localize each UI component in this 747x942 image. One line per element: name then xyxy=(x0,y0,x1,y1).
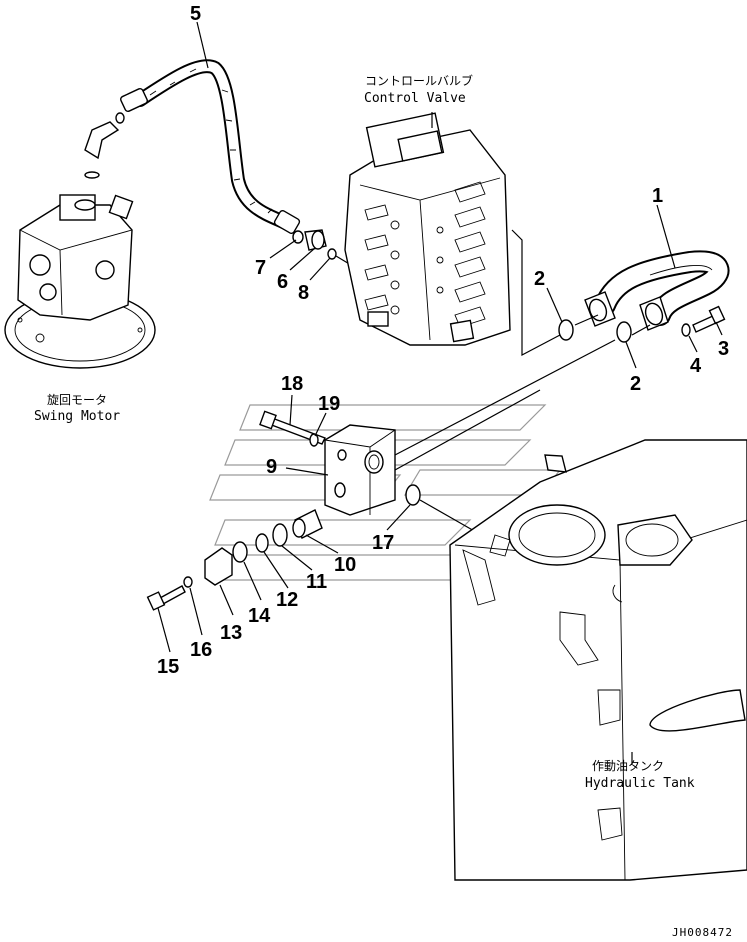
callout-leaders xyxy=(157,21,723,653)
callout-9: 9 xyxy=(266,456,277,478)
o-ring-17 xyxy=(405,484,421,506)
washer-19 xyxy=(309,433,319,447)
plug-10 xyxy=(292,509,323,539)
callout-10: 10 xyxy=(334,554,356,576)
callout-16: 16 xyxy=(190,639,212,661)
o-ring-14 xyxy=(232,541,248,563)
component-captions: コントロールバルブ Control Valve 旋回モータ Swing Moto… xyxy=(34,73,695,791)
hydraulic-tank-label-en: Hydraulic Tank xyxy=(585,776,695,791)
callout-8: 8 xyxy=(298,282,309,304)
bolt-15 xyxy=(159,585,186,605)
control-valve-label-jp: コントロールバルブ xyxy=(365,73,473,88)
o-ring-2b xyxy=(616,321,632,343)
cover-13 xyxy=(204,547,233,586)
callout-4: 4 xyxy=(690,355,702,377)
swing-motor-label-en: Swing Motor xyxy=(34,409,120,424)
hydraulic-tank-label-jp: 作動油タンク xyxy=(592,759,664,773)
callout-18: 18 xyxy=(281,373,303,395)
callout-7: 7 xyxy=(255,257,266,279)
control-valve-label-en: Control Valve xyxy=(364,91,466,106)
hydraulic-tank xyxy=(449,439,747,881)
callout-14: 14 xyxy=(248,605,271,627)
o-ring-2a xyxy=(558,319,574,341)
valve-block-9 xyxy=(324,424,396,516)
fittings-6-7-8 xyxy=(292,229,357,269)
callout-17: 17 xyxy=(372,532,394,554)
swing-motor-label-jp: 旋回モータ xyxy=(47,393,107,407)
swing-motor xyxy=(4,194,156,369)
callout-1: 1 xyxy=(652,185,663,207)
washer-4 xyxy=(681,323,691,337)
callout-6: 6 xyxy=(277,271,288,293)
document-id: JH008472 xyxy=(672,926,733,939)
tube-1 xyxy=(584,250,730,331)
callout-2b: 2 xyxy=(630,373,641,395)
hose-5 xyxy=(120,59,301,235)
bolt-15-head xyxy=(146,591,166,611)
callout-2a: 2 xyxy=(534,268,545,290)
callout-12: 12 xyxy=(276,589,298,611)
callout-13: 13 xyxy=(220,622,242,644)
callout-19: 19 xyxy=(318,393,340,415)
ring-11 xyxy=(272,523,288,547)
callout-5: 5 xyxy=(190,3,201,25)
bolt-3-head xyxy=(708,305,726,325)
control-valve xyxy=(344,112,511,346)
elbow-fitting xyxy=(84,112,125,179)
callout-11: 11 xyxy=(306,571,327,593)
callout-15: 15 xyxy=(157,656,179,678)
connection-lines xyxy=(394,229,651,471)
ring-12 xyxy=(255,533,269,553)
callout-numbers: 5 1 2 2 3 4 7 6 8 18 19 9 10 11 12 14 13… xyxy=(157,3,729,678)
callout-3: 3 xyxy=(718,338,729,360)
washer-16 xyxy=(183,576,193,588)
